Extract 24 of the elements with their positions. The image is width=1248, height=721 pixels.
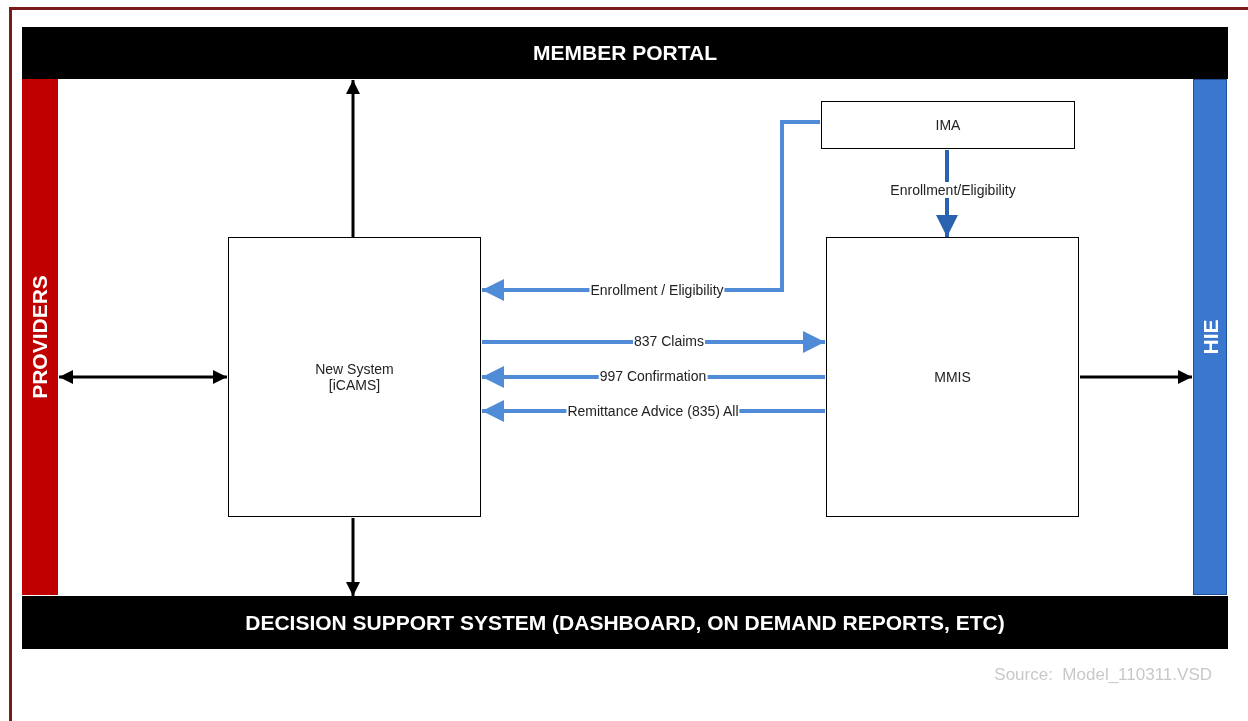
system-box [821, 101, 1075, 149]
side-bar [22, 79, 58, 595]
portal-band [22, 27, 1228, 79]
node-label: MEMBER PORTAL [533, 41, 717, 65]
edge-label: Enrollment/Eligibility [889, 182, 1017, 198]
connector-arrow [936, 150, 958, 237]
side-bar [1193, 79, 1227, 595]
node-label: IMA [935, 117, 961, 133]
edge-label: 997 Confirmation [598, 368, 708, 384]
node-label: PROVIDERS [28, 275, 52, 399]
node-label: HIE [1198, 319, 1222, 355]
connector-arrow [59, 370, 227, 384]
system-box [228, 237, 481, 517]
support-band [22, 596, 1228, 649]
node-label: MMIS [934, 369, 971, 385]
edge-label: Enrollment / Eligibility [589, 282, 725, 298]
edge-label: 837 Claims [633, 333, 705, 349]
connector-arrow [1080, 370, 1192, 384]
node-label: DECISION SUPPORT SYSTEM (DASHBOARD, ON DEMAND REPORTS, ETC) [245, 610, 1005, 635]
edge-label: Remittance Advice (835) All [566, 403, 740, 419]
node-label: New System [iCAMS] [314, 361, 395, 393]
connector-arrow [346, 80, 360, 237]
system-box [826, 237, 1079, 517]
connector-arrow [346, 518, 360, 596]
